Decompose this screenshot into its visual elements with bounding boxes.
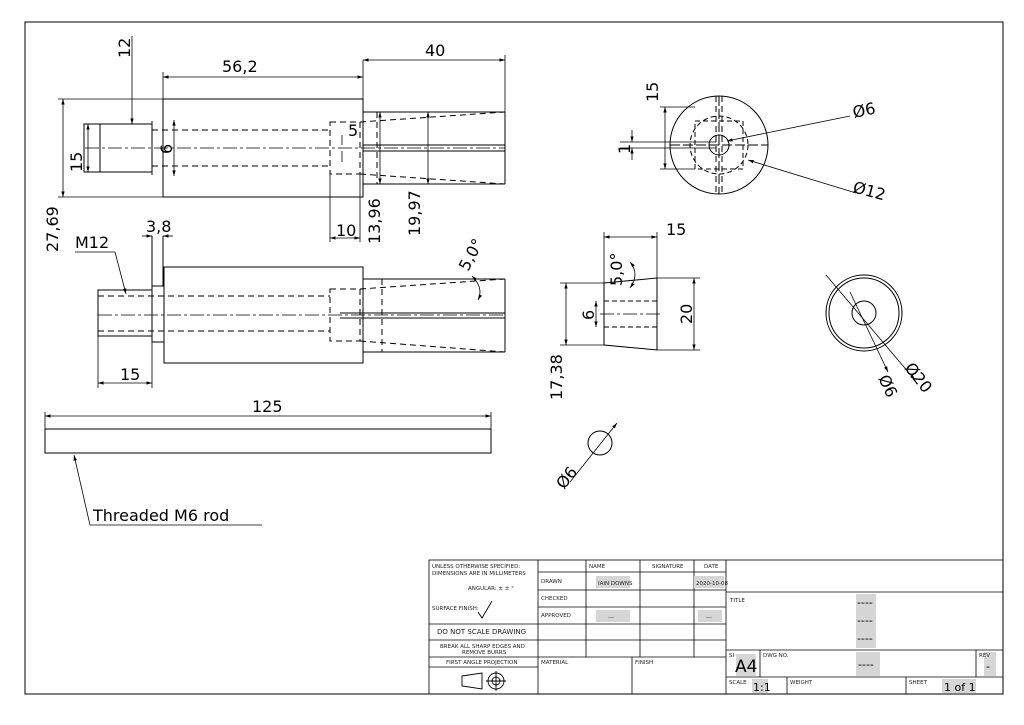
cone-part: [600, 277, 662, 351]
dim-40: 40: [425, 41, 445, 60]
surface-finish-symbol: [477, 600, 493, 619]
tv-dim-15: 15: [643, 82, 662, 102]
tb-row-approved: APPROVED: [541, 613, 571, 619]
tb-drawn-date: 2020-10-08: [696, 581, 728, 587]
dim-56-2: 56,2: [222, 57, 258, 76]
cone-dim-6: 6: [579, 310, 598, 320]
title-block: [428, 559, 1004, 695]
title-placeholders: [596, 576, 996, 693]
dim-15-left: 15: [67, 152, 86, 172]
tb-col-date: DATE: [704, 564, 719, 570]
dim-13-96: 13,96: [365, 198, 384, 244]
tb-approved-name: ---: [608, 615, 614, 621]
tb-rev-value: -: [986, 660, 990, 673]
tb-break-edges-1: BREAK ALL SHARP EDGES AND: [440, 644, 525, 650]
tb-size-value: A4: [735, 657, 757, 677]
tv-dim-1: 1: [615, 144, 634, 154]
tb-rev-label: REV: [979, 653, 990, 659]
dim-19-97: 19,97: [405, 190, 424, 236]
tb-sheet-label: SHEET: [909, 680, 928, 686]
washer-dim-dia20: Ø20: [901, 359, 936, 397]
rod-label: Threaded M6 rod: [92, 506, 229, 525]
tb-dwg-no-value: ----: [858, 658, 874, 671]
tb-unless: UNLESS OTHERWISE SPECIFIED:: [432, 564, 520, 570]
tb-row-drawn: DRAWN: [541, 579, 562, 585]
dim-15-thread: 15: [120, 365, 140, 384]
tb-dims-mm: DIMENSIONS ARE IN MILLIMETERS: [432, 571, 526, 577]
dim-m12: M12: [75, 233, 109, 252]
dim-6-top: 6: [157, 144, 176, 154]
cone-dim-20: 20: [677, 304, 696, 324]
tb-finish: FINISH: [635, 660, 653, 666]
dim-5deg: 5,0°: [455, 235, 487, 273]
pin-dim-dia6: Ø6: [552, 463, 581, 493]
tb-break-edges-2: REMOVE BURRS: [462, 650, 507, 656]
dim-3-8: 3,8: [146, 217, 171, 236]
tb-title-line-3: ----: [857, 632, 873, 645]
first-angle-symbol: [461, 671, 506, 691]
body-top-hidden: [152, 111, 506, 185]
tb-sheet-value: 1 of 1: [944, 681, 976, 694]
tv-dim-dia12: Ø12: [851, 178, 888, 205]
tb-angular: ANGULAR: ± ± °: [468, 586, 514, 592]
tb-drawn-name: IAIN DOWNS: [598, 581, 633, 587]
tb-title-label: TITLE: [729, 598, 745, 604]
cone-dim-17-38: 17,38: [547, 354, 566, 400]
tb-dwg-no-label: DWG NO.: [763, 653, 789, 659]
tb-do-not-scale: DO NOT SCALE DRAWING: [437, 628, 526, 636]
washer-end-view: [825, 274, 903, 352]
sheet-border: [24, 21, 1004, 695]
dim-27-69: 27,69: [43, 206, 62, 252]
tb-row-checked: CHECKED: [541, 596, 568, 602]
pin-end-view: [587, 430, 613, 456]
tb-title-line-2: ----: [857, 614, 873, 627]
cone-dim-15: 15: [666, 220, 686, 239]
tb-scale-value: 1:1: [753, 681, 771, 694]
tb-first-angle: FIRST ANGLE PROJECTION: [446, 660, 517, 666]
tb-title-line-1: ----: [857, 596, 873, 609]
dim-5: 5: [348, 121, 358, 140]
tb-col-signature: SIGNATURE: [652, 564, 684, 570]
washer-dim-dia6: Ø6: [874, 372, 901, 401]
threaded-rod: [44, 428, 492, 454]
tb-size-label: SI: [729, 653, 734, 659]
tb-surface-finish: SURFACE FINISH:: [432, 606, 479, 612]
tb-scale-label: SCALE: [729, 680, 747, 686]
tv-dim-dia6: Ø6: [851, 99, 877, 122]
tb-weight-label: WEIGHT: [790, 680, 813, 686]
dim-125: 125: [252, 397, 283, 416]
dim-10: 10: [336, 221, 356, 240]
dim-12: 12: [115, 38, 134, 58]
tb-approved-date: ---: [706, 615, 712, 621]
body-side-hidden: [98, 278, 506, 353]
tb-material: MATERIAL: [541, 660, 569, 666]
tb-col-name: NAME: [589, 564, 606, 570]
body-side-view: [97, 236, 506, 364]
end-view: [669, 95, 769, 195]
cone-dim-5deg: 5,0°: [607, 253, 626, 286]
